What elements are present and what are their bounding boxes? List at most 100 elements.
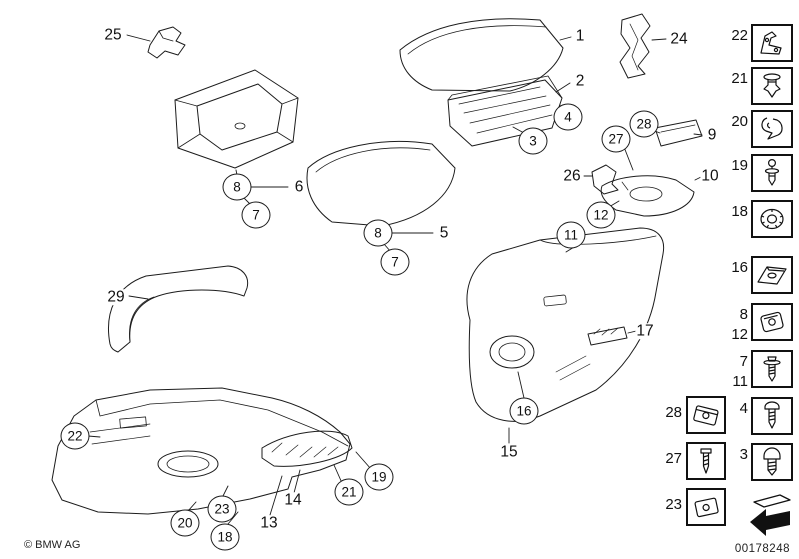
clip-nut-icon xyxy=(693,405,719,426)
leader-lines xyxy=(87,34,703,525)
fastener-box-4[interactable] xyxy=(751,397,793,435)
fastener-row-8-12: 8 12 xyxy=(730,303,793,346)
callout-4[interactable]: 4 xyxy=(553,103,583,131)
fastener-number-18: 18 xyxy=(731,203,748,220)
callout-16[interactable]: 16 xyxy=(509,397,539,425)
callout-14[interactable]: 14 xyxy=(283,491,303,509)
diagram-number: 00178248 xyxy=(734,543,790,555)
callout-7-b[interactable]: 7 xyxy=(380,248,410,276)
callout-20[interactable]: 20 xyxy=(170,509,200,537)
fastener-row-22: 22 xyxy=(730,24,793,62)
part-29-trim[interactable] xyxy=(108,265,249,353)
direction-arrow xyxy=(746,490,794,545)
fastener-row-18: 18 xyxy=(730,200,793,238)
callout-8-a[interactable]: 8 xyxy=(222,173,252,201)
fastener-number-12: 12 xyxy=(731,326,748,344)
fastener-box-21[interactable] xyxy=(751,67,793,105)
fastener-row-7-11: 7 11 xyxy=(730,350,793,393)
fastener-row-20: 20 xyxy=(730,110,793,148)
washer-screw-icon xyxy=(763,356,781,382)
fastener-box-27[interactable] xyxy=(686,442,726,480)
speed-nut-icon xyxy=(760,311,784,333)
part-2-support[interactable] xyxy=(447,75,563,147)
part-15-dashboard-trim[interactable] xyxy=(466,227,665,422)
bracket-plate-icon xyxy=(757,266,787,285)
part-10-holder[interactable] xyxy=(600,175,695,217)
clip-icon xyxy=(694,497,719,518)
fastener-number-11: 11 xyxy=(732,373,748,391)
callout-10[interactable]: 10 xyxy=(700,167,720,185)
callout-3[interactable]: 3 xyxy=(518,127,548,155)
spring-clip-icon xyxy=(761,117,783,140)
tapping-screw-icon xyxy=(700,448,712,474)
callout-19[interactable]: 19 xyxy=(364,463,394,491)
expanding-rivet-icon xyxy=(763,73,781,98)
callout-21[interactable]: 21 xyxy=(334,478,364,506)
callout-26[interactable]: 26 xyxy=(562,167,582,185)
round-bolt-icon xyxy=(763,447,781,476)
part-1-lid[interactable] xyxy=(399,18,564,92)
fastener-box-19[interactable] xyxy=(751,154,793,192)
pan-screw-icon xyxy=(764,401,780,429)
fastener-number-7: 7 xyxy=(739,353,748,370)
callout-18[interactable]: 18 xyxy=(210,523,240,551)
fastener-box-18[interactable] xyxy=(751,200,793,238)
callout-28[interactable]: 28 xyxy=(629,110,659,138)
part-26-bracket[interactable] xyxy=(591,164,619,195)
callout-9[interactable]: 9 xyxy=(706,126,718,144)
callout-23[interactable]: 23 xyxy=(207,495,237,523)
fastener-box-28[interactable] xyxy=(686,396,726,434)
fastener-box-3[interactable] xyxy=(751,443,793,481)
part-9-trim[interactable] xyxy=(654,119,703,147)
fastener-box-16[interactable] xyxy=(751,256,793,294)
fastener-number-23: 23 xyxy=(665,496,682,513)
callout-27[interactable]: 27 xyxy=(601,125,631,153)
part-14-strip[interactable] xyxy=(261,430,353,467)
callout-1[interactable]: 1 xyxy=(574,27,586,45)
fastener-number-27: 27 xyxy=(665,450,682,467)
direction-arrow-icon xyxy=(750,494,791,536)
copyright-text: © BMW AG xyxy=(24,539,81,551)
callout-5[interactable]: 5 xyxy=(438,224,450,242)
callout-11[interactable]: 11 xyxy=(556,221,586,249)
fastener-row-16: 16 xyxy=(730,256,793,294)
fastener-number-16: 16 xyxy=(731,259,748,276)
fastener-box-7-11[interactable] xyxy=(751,350,793,388)
part-25-bracket[interactable] xyxy=(147,26,186,59)
callout-17[interactable]: 17 xyxy=(635,322,655,340)
part-5-door-panel[interactable] xyxy=(306,141,456,227)
fastener-row-4: 4 xyxy=(730,397,793,435)
callout-15[interactable]: 15 xyxy=(499,443,519,461)
callout-7-a[interactable]: 7 xyxy=(241,201,271,229)
callout-2[interactable]: 2 xyxy=(574,72,586,90)
callout-12[interactable]: 12 xyxy=(586,201,616,229)
fastener-row-3: 3 xyxy=(730,443,793,481)
fastener-number-21: 21 xyxy=(731,70,748,87)
fastener-number-19: 19 xyxy=(731,157,748,174)
callout-13[interactable]: 13 xyxy=(259,514,279,532)
fastener-number-28: 28 xyxy=(665,404,682,421)
callout-25[interactable]: 25 xyxy=(103,26,123,44)
fastener-box-20[interactable] xyxy=(751,110,793,148)
callout-24[interactable]: 24 xyxy=(669,30,689,48)
callout-29[interactable]: 29 xyxy=(106,288,126,306)
fastener-number-3: 3 xyxy=(739,446,748,463)
callout-22[interactable]: 22 xyxy=(60,422,90,450)
fastener-number-20: 20 xyxy=(731,113,748,130)
fastener-box-23[interactable] xyxy=(686,488,726,526)
fastener-box-8-12[interactable] xyxy=(751,303,793,341)
callout-8-b[interactable]: 8 xyxy=(363,219,393,247)
part-24-bracket[interactable] xyxy=(619,13,651,79)
fastener-box-22[interactable] xyxy=(751,24,793,62)
part-22-underdash-panel[interactable] xyxy=(51,387,351,515)
callout-6[interactable]: 6 xyxy=(293,178,305,196)
fastener-row-27: 27 xyxy=(662,442,726,480)
part-6-housing[interactable] xyxy=(174,69,299,169)
fastener-number-22: 22 xyxy=(731,27,748,44)
angle-bracket-icon xyxy=(760,31,782,55)
fastener-row-19: 19 xyxy=(730,154,793,192)
part-17-strip[interactable] xyxy=(587,326,628,346)
fastener-number-8: 8 xyxy=(739,306,748,323)
